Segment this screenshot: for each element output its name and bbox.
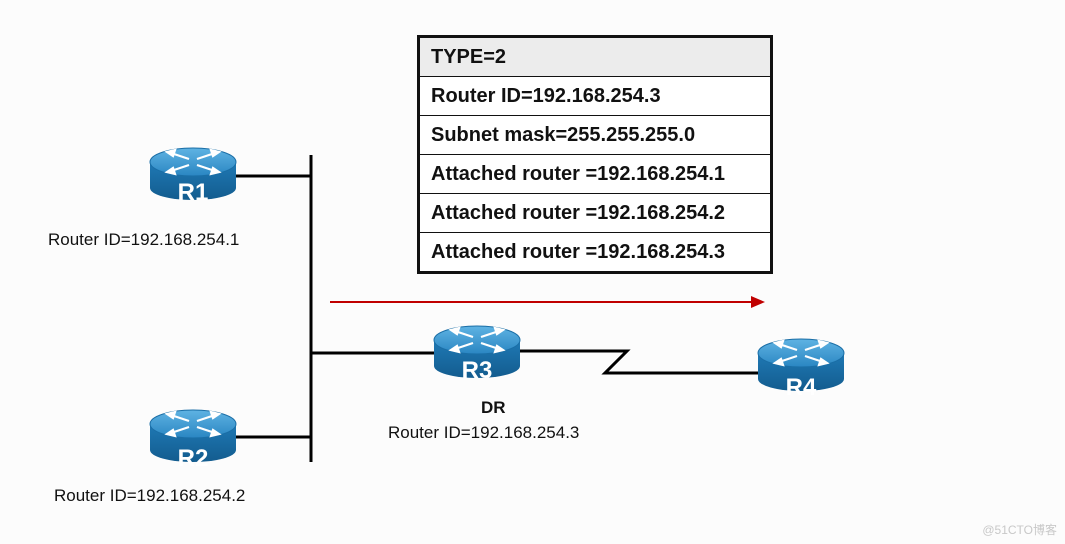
router-r1-label: R1 <box>178 179 209 206</box>
table-row: Router ID=192.168.254.3 <box>418 76 772 116</box>
lsa-attached-router: Attached router =192.168.254.1 <box>418 154 772 194</box>
lsa-type: TYPE=2 <box>418 36 772 77</box>
table-row: Subnet mask=255.255.255.0 <box>418 115 772 155</box>
lsa-attached-router: Attached router =192.168.254.3 <box>418 232 772 273</box>
router-r2-caption: Router ID=192.168.254.2 <box>54 486 246 505</box>
watermark: @51CTO博客 <box>982 523 1057 537</box>
table-row: TYPE=2 <box>418 36 772 77</box>
router-r4: R4 <box>756 337 846 401</box>
network-lsa-table: TYPE=2 Router ID=192.168.254.3 Subnet ma… <box>417 35 773 274</box>
serial-link-r3-r4 <box>520 349 760 375</box>
router-r1-caption: Router ID=192.168.254.1 <box>48 230 240 249</box>
router-r3-label: R3 <box>462 357 493 384</box>
flood-arrow <box>330 296 765 308</box>
router-r3-caption: Router ID=192.168.254.3 <box>388 423 580 442</box>
lsa-attached-router: Attached router =192.168.254.2 <box>418 193 772 233</box>
lsa-subnet-mask: Subnet mask=255.255.255.0 <box>418 115 772 155</box>
router-r3: R3 <box>432 324 522 384</box>
table-row: Attached router =192.168.254.1 <box>418 154 772 194</box>
router-r2-label: R2 <box>178 445 209 472</box>
router-r3-role: DR <box>481 398 506 417</box>
router-r4-label: R4 <box>786 374 817 401</box>
router-r1: R1 <box>148 146 238 206</box>
table-row: Attached router =192.168.254.2 <box>418 193 772 233</box>
router-r2: R2 <box>148 408 238 472</box>
table-row: Attached router =192.168.254.3 <box>418 232 772 273</box>
lsa-router-id: Router ID=192.168.254.3 <box>418 76 772 116</box>
